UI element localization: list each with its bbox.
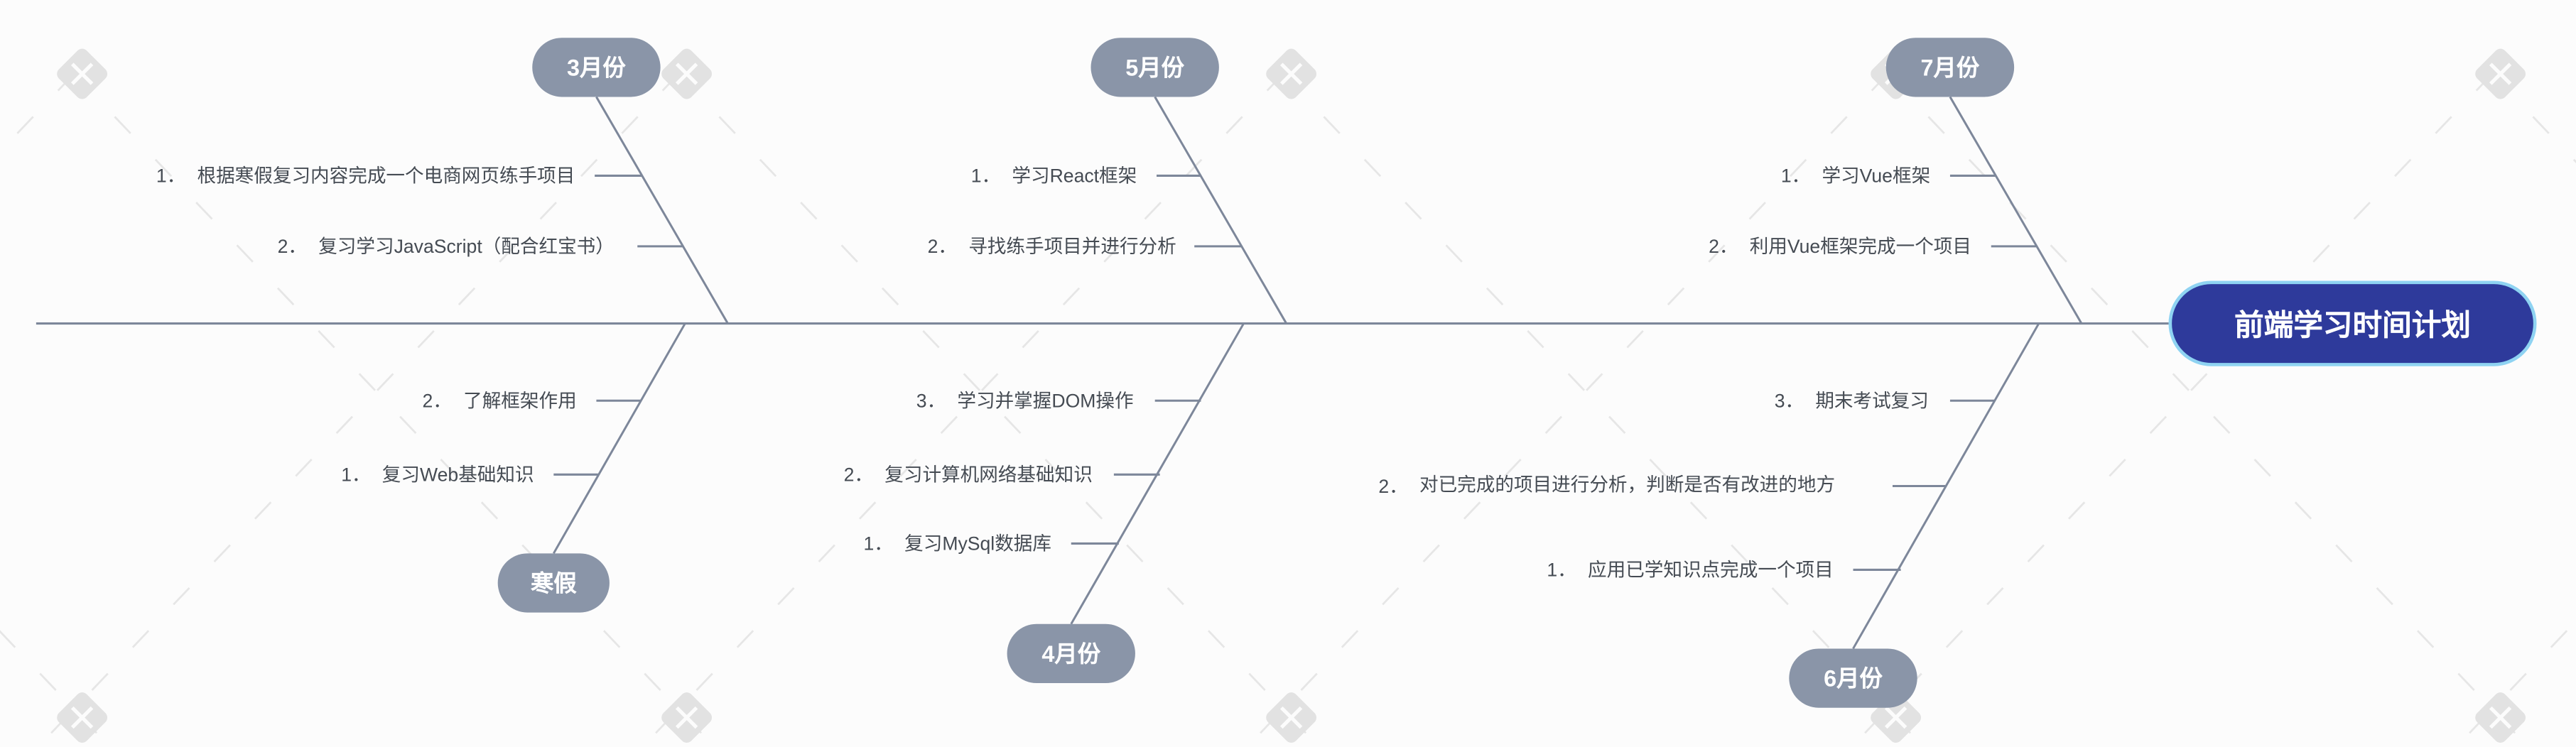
xmind-watermark-icon xyxy=(661,48,713,99)
subtopic[interactable]: 1． 学习React框架 xyxy=(971,163,1137,189)
watermark-line xyxy=(0,73,75,153)
watermark-line xyxy=(1851,73,2494,747)
xmind-watermark-icon xyxy=(1266,692,1317,743)
subtopic[interactable]: 3． 学习并掌握DOM操作 xyxy=(916,388,1134,414)
bone-jul xyxy=(1949,96,2083,325)
watermark-line xyxy=(678,73,1320,747)
xmind-watermark-icon xyxy=(661,692,713,743)
item-number: 2． xyxy=(422,392,452,413)
xmind-watermark-icon xyxy=(2475,692,2526,743)
watermark-line xyxy=(0,630,111,747)
item-text: 复习学习JavaScript（配合红宝书） xyxy=(318,238,615,258)
item-text: 学习Vue框架 xyxy=(1822,167,1931,187)
subtopic[interactable]: 2． 寻找练手项目并进行分析 xyxy=(928,233,1176,259)
subtopic[interactable]: 3． 期末考试复习 xyxy=(1775,388,1929,414)
topic-april[interactable]: 4月份 xyxy=(1007,623,1135,683)
topic-label: 5月份 xyxy=(1125,54,1185,81)
bone-win xyxy=(553,322,686,555)
item-number: 1． xyxy=(1547,561,1576,582)
item-text: 期末考试复习 xyxy=(1815,392,1929,413)
bone-mar xyxy=(595,96,729,325)
subtopic[interactable]: 1． 复习Web基础知识 xyxy=(341,462,534,488)
watermark-line xyxy=(73,73,715,747)
item-text: 利用Vue框架完成一个项目 xyxy=(1749,238,1971,258)
watermark-line xyxy=(642,73,1284,747)
item-text: 了解框架作用 xyxy=(463,392,577,413)
item-text: 学习React框架 xyxy=(1012,167,1137,187)
watermark-line xyxy=(1887,73,2529,747)
subtopic[interactable]: 1． 根据寒假复习内容完成一个电商网页练手项目 xyxy=(156,163,575,189)
item-number: 2． xyxy=(1378,477,1408,498)
xmind-watermark-icon xyxy=(57,48,108,99)
item-text: 复习Web基础知识 xyxy=(381,466,534,486)
topic-june[interactable]: 6月份 xyxy=(1789,648,1917,708)
watermark-line xyxy=(1282,73,1925,747)
topic-label: 6月份 xyxy=(1824,665,1883,692)
subtopic[interactable]: 1． 学习Vue框架 xyxy=(1781,163,1930,189)
watermark-line xyxy=(2455,619,2576,747)
subtopic[interactable]: 2． 复习计算机网络基础知识 xyxy=(844,462,1093,488)
topic-label: 3月份 xyxy=(567,54,626,81)
xmind-watermark-icon xyxy=(57,692,108,743)
item-text: 根据寒假复习内容完成一个电商网页练手项目 xyxy=(197,167,575,187)
subtopic[interactable]: 2． 复习学习JavaScript（配合红宝书） xyxy=(278,233,615,259)
bone-may xyxy=(1154,96,1287,325)
item-text: 学习并掌握DOM操作 xyxy=(957,392,1134,413)
item-text: 寻找练手项目并进行分析 xyxy=(968,238,1176,258)
item-number: 2． xyxy=(927,238,958,258)
subtopic[interactable]: 1． 复习MySql数据库 xyxy=(864,530,1051,557)
subtopic[interactable]: 2． 了解框架作用 xyxy=(423,388,577,414)
item-number: 2． xyxy=(843,466,874,486)
item-number: 1． xyxy=(1780,167,1811,187)
watermark-line xyxy=(2491,73,2576,164)
topic-march[interactable]: 3月份 xyxy=(532,38,661,97)
subtopic[interactable]: 2． 对已完成的项目进行分析，判断是否有改进的地方 xyxy=(1378,473,1866,499)
subtopic[interactable]: 2． 利用Vue框架完成一个项目 xyxy=(1709,233,1971,259)
watermark-line xyxy=(1246,73,1889,747)
item-number: 1． xyxy=(970,167,1001,187)
item-text: 复习计算机网络基础知识 xyxy=(884,466,1093,486)
item-text: 应用已学知识点完成一个项目 xyxy=(1588,561,1834,582)
xmind-watermark-icon xyxy=(1266,48,1317,99)
watermark-line xyxy=(37,73,680,747)
topic-july[interactable]: 7月份 xyxy=(1885,38,2015,97)
topic-winter-break[interactable]: 寒假 xyxy=(497,553,610,613)
topic-label: 4月份 xyxy=(1041,640,1101,667)
topic-label: 寒假 xyxy=(530,569,577,596)
item-number: 1． xyxy=(156,167,186,187)
item-text: 对已完成的项目进行分析，判断是否有改进的地方 xyxy=(1419,475,1836,496)
item-number: 3． xyxy=(916,392,946,413)
item-number: 1． xyxy=(341,466,371,486)
bone-jun xyxy=(1852,322,2040,650)
item-text: 复习MySql数据库 xyxy=(904,535,1051,555)
item-number: 3． xyxy=(1774,392,1804,413)
topic-may[interactable]: 5月份 xyxy=(1091,38,1219,97)
xmind-watermark-icon xyxy=(2475,48,2526,99)
item-number: 2． xyxy=(1709,238,1738,258)
root-topic[interactable]: 前端学习时间计划 xyxy=(2168,280,2537,366)
topic-label: 7月份 xyxy=(1920,54,1980,81)
subtopic[interactable]: 1． 应用已学知识点完成一个项目 xyxy=(1547,557,1833,583)
root-title: 前端学习时间计划 xyxy=(2234,308,2471,342)
item-number: 2． xyxy=(277,238,308,258)
item-number: 1． xyxy=(863,535,893,555)
